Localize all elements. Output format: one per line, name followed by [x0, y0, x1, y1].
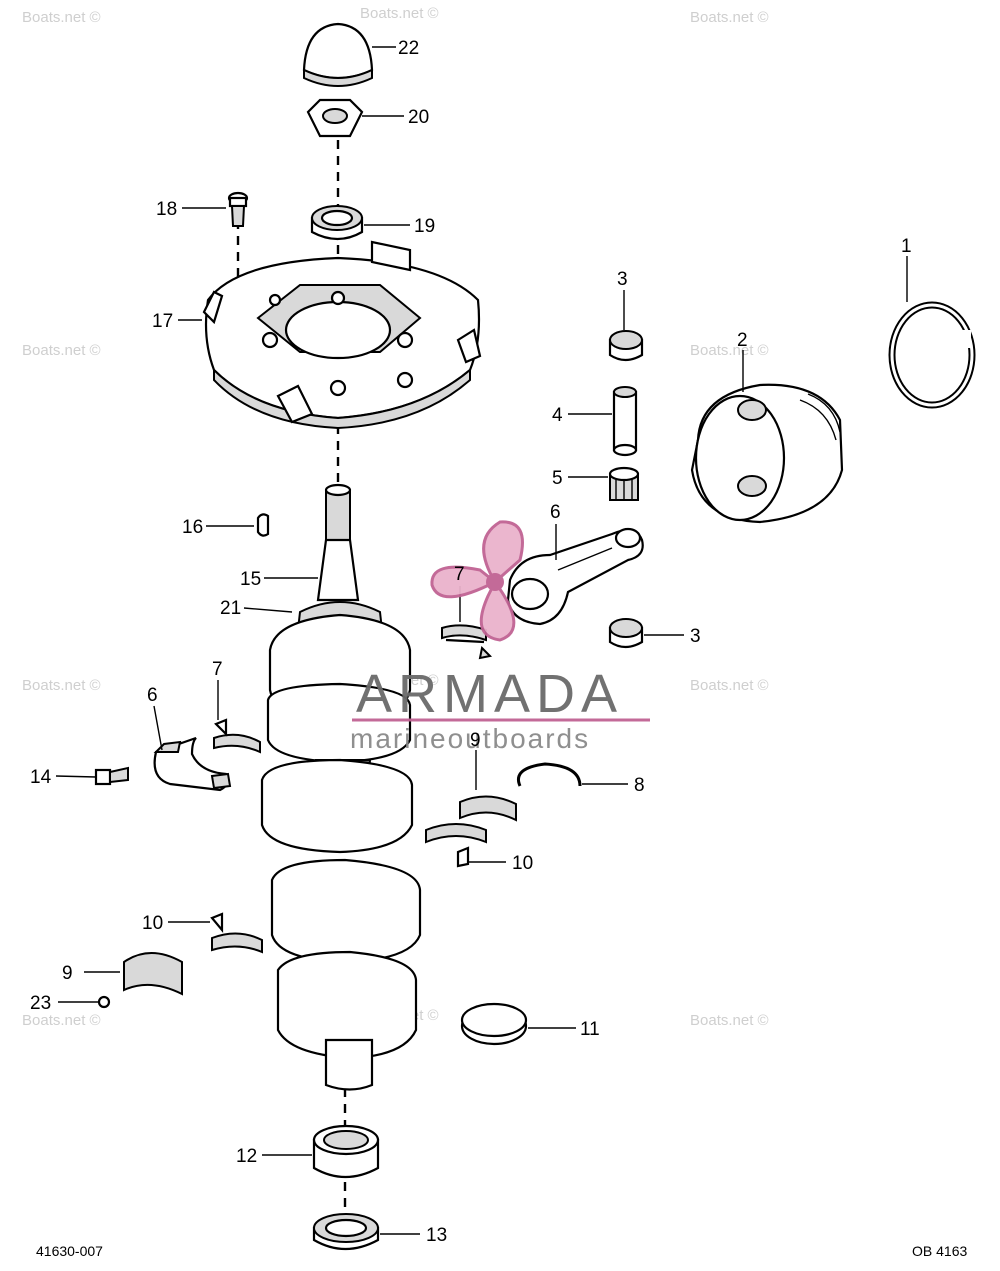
watermark: Boats.net © [22, 342, 101, 359]
watermark: Boats.net © [360, 5, 439, 22]
callout-label: 6 [147, 685, 158, 706]
wrist-pin-part [612, 386, 638, 457]
watermark: Boats.net © [690, 342, 769, 359]
bearing-cup-part [608, 618, 644, 649]
callout-label: 15 [240, 569, 261, 590]
callout-label: 11 [580, 1019, 600, 1040]
dowel-pin-part [97, 995, 111, 1009]
callout-labels: 22 20 19 18 17 1 3 2 4 5 6 16 15 21 7 3 … [30, 38, 912, 1246]
drawing-number: 41630-007 [36, 1243, 103, 1259]
callout-label: 3 [690, 626, 701, 647]
callout-label: 4 [552, 405, 563, 426]
bearing-cage-part [441, 624, 493, 660]
callout-label: 2 [737, 330, 748, 351]
connecting-rod-part [506, 527, 644, 626]
watermark: Boats.net © [690, 677, 769, 694]
callout-label: 9 [62, 963, 73, 984]
callout-label: 23 [30, 993, 51, 1014]
piston-part [690, 383, 844, 524]
callout-label: 10 [512, 853, 533, 874]
callout-label: 21 [220, 598, 241, 619]
callout-label: 16 [182, 517, 203, 538]
hex-nut-part [306, 98, 364, 138]
lower-seal-part [312, 1213, 380, 1250]
bearing-cup-part [608, 330, 644, 362]
woodruff-key-part [256, 513, 270, 537]
callout-label: 1 [901, 236, 912, 257]
watermark: Boats.net © [690, 1012, 769, 1029]
callout-label: 9 [470, 730, 481, 751]
bearing-race-part [123, 952, 183, 996]
brand-tagline: marineoutboards [350, 723, 590, 754]
screw-part [227, 191, 249, 227]
callout-label: 14 [30, 767, 52, 788]
callout-label: 6 [550, 502, 561, 523]
callout-label: 10 [142, 913, 163, 934]
oil-seal-part [310, 205, 364, 241]
brand-logo: ARMADA marineoutboards [350, 520, 650, 754]
callout-label: 8 [634, 775, 645, 796]
retainer-plate-part [202, 240, 482, 430]
callout-label: 13 [426, 1225, 447, 1246]
callout-label: 22 [398, 38, 419, 59]
callout-label: 20 [408, 107, 429, 128]
needle-bearing-part [608, 466, 640, 501]
callout-label: 7 [454, 564, 465, 585]
callout-label: 18 [156, 199, 177, 220]
bearing-cage-part [213, 718, 261, 754]
bearing-cage-part [210, 912, 263, 954]
roller-bearing-part [312, 1124, 380, 1178]
retaining-ring-part [517, 762, 582, 787]
callout-label: 12 [236, 1146, 257, 1167]
crankshaft-part [260, 483, 422, 1091]
figure-code: OB 4163 [912, 1243, 967, 1259]
watermark: Boats.net © [690, 9, 769, 26]
watermark: Boats.net © [22, 9, 101, 26]
watermark: Boats.net © [22, 1012, 101, 1029]
piston-ring-part [888, 301, 976, 409]
watermark: Boats.net © [22, 677, 101, 694]
bearing-race-part [459, 795, 517, 822]
propeller-logo-icon [430, 520, 524, 642]
bearing-cage-part [425, 823, 487, 868]
callout-label: 5 [552, 468, 563, 489]
nut-cap-part [302, 22, 374, 87]
callout-label: 17 [152, 311, 173, 332]
leader-lines [55, 46, 908, 1235]
callout-label: 3 [617, 269, 628, 290]
rod-bolt-part [94, 766, 129, 786]
brand-name: ARMADA [356, 664, 623, 724]
sealing-ring-part [460, 1002, 528, 1046]
callout-label: 7 [212, 659, 223, 680]
callout-label: 19 [414, 216, 435, 237]
